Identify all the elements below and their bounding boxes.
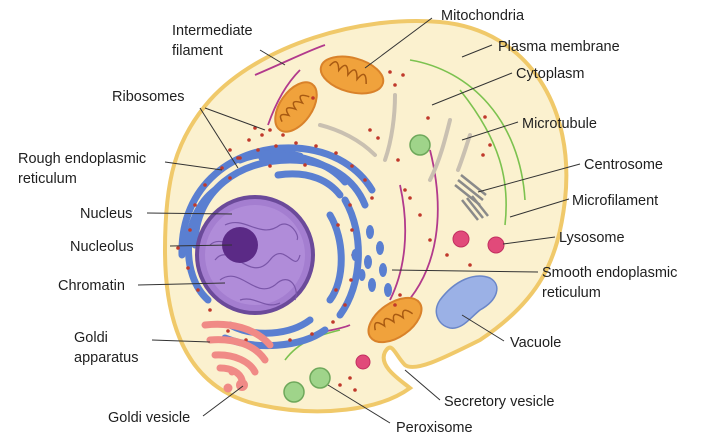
label-nucleus: Nucleus — [80, 206, 132, 222]
label-microfilament: Microfilament — [572, 193, 658, 209]
label-intermediate-filament: Intermediate filament — [172, 23, 257, 59]
label-secretory-vesicle: Secretory vesicle — [444, 394, 554, 410]
label-chromatin: Chromatin — [58, 278, 125, 294]
label-mitochondria: Mitochondria — [441, 8, 525, 24]
peroxisomes — [283, 134, 431, 403]
label-vacuole: Vacuole — [510, 335, 561, 351]
label-nucleolus: Nucleolus — [70, 239, 134, 255]
leader-lines — [137, 17, 581, 424]
label-lysosome: Lysosome — [559, 230, 625, 246]
mitochondrion-bottom — [367, 296, 423, 344]
free-ribosomes — [228, 70, 492, 392]
label-peroxisome: Peroxisome — [396, 420, 473, 436]
label-centrosome: Centrosome — [584, 157, 663, 173]
label-plasma-membrane: Plasma membrane — [498, 39, 620, 55]
nuclear-envelope-ring — [205, 205, 305, 305]
label-microtubule: Microtubule — [522, 116, 597, 132]
golgi-vesicles — [223, 368, 248, 393]
nucleolus — [222, 227, 258, 263]
label-ribosomes: Ribosomes — [112, 89, 185, 105]
mitochondrion-left — [274, 81, 318, 133]
golgi-apparatus — [201, 320, 274, 384]
centrosome — [454, 174, 489, 221]
smooth-er — [351, 225, 392, 297]
label-rough-er: Rough endoplasmic reticulum — [18, 151, 150, 187]
microtubules — [318, 93, 472, 182]
lysosomes — [355, 230, 505, 370]
label-goldi-apparatus: Goldi apparatus — [74, 330, 139, 366]
label-goldi-vesicle: Goldi vesicle — [108, 410, 190, 426]
label-cytoplasm: Cytoplasm — [516, 66, 585, 82]
vacuole — [435, 275, 498, 329]
label-smooth-er: Smooth endoplasmic reticulum — [542, 265, 681, 301]
